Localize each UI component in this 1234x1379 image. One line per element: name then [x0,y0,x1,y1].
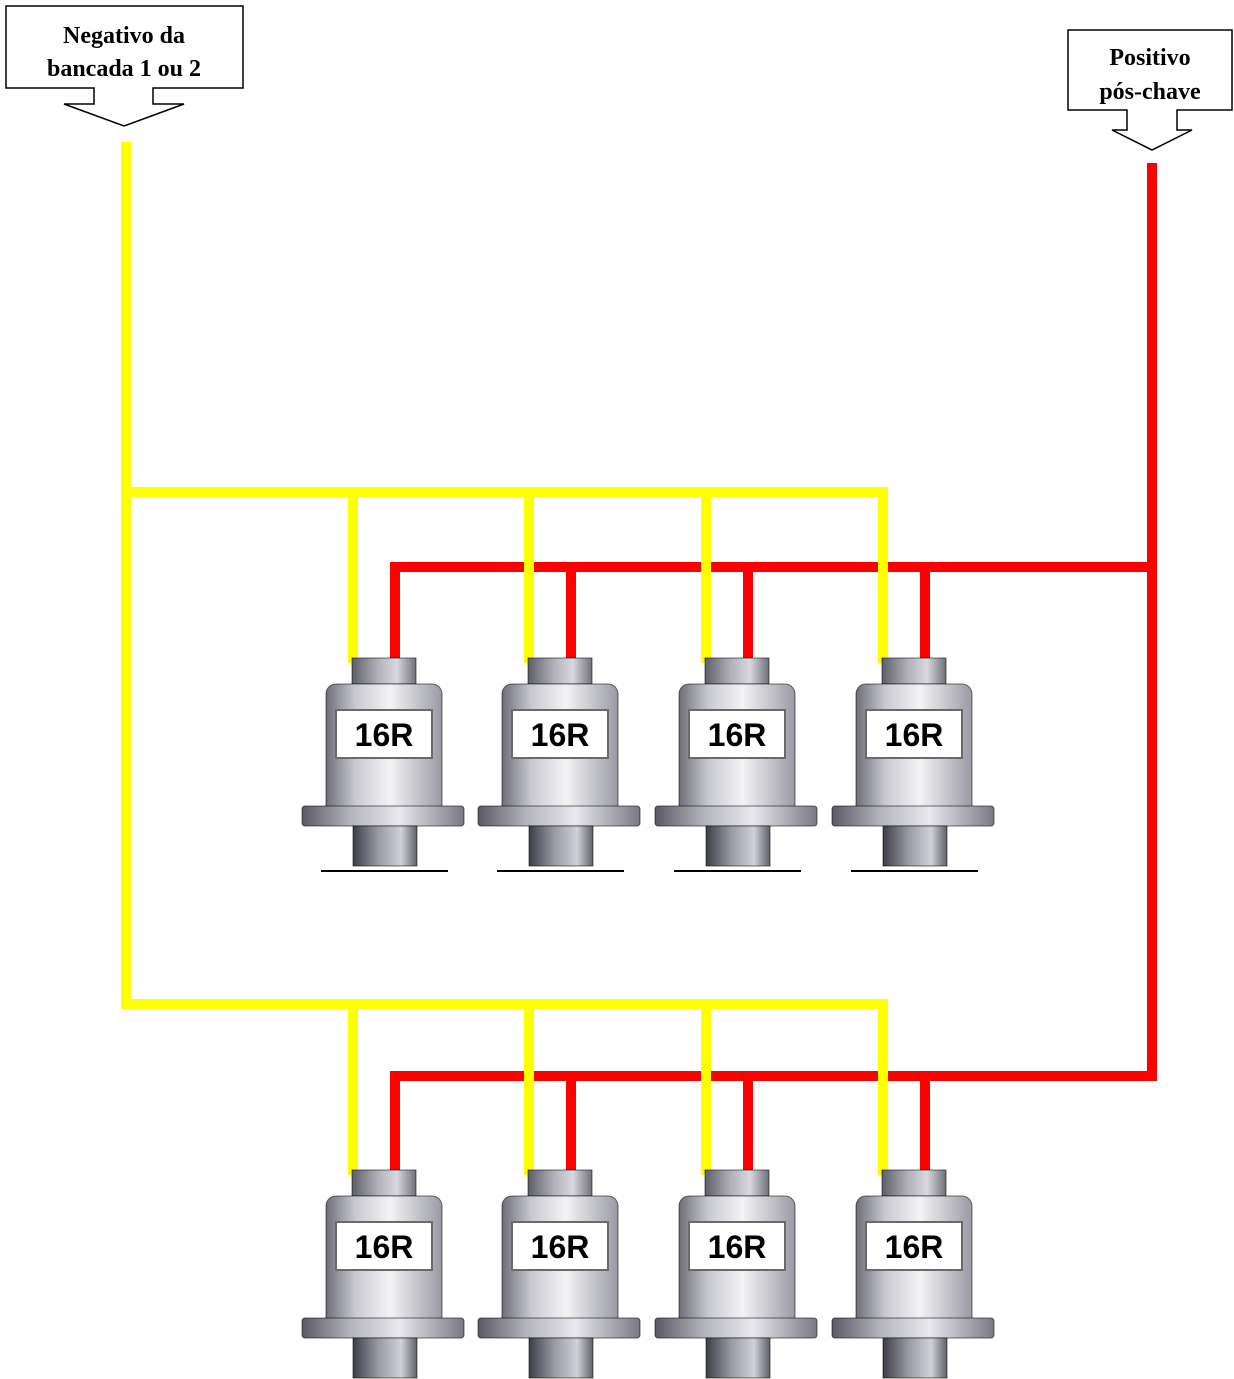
positive-source-callout: Positivo pós-chave [1067,29,1233,151]
component-stem [705,825,771,867]
component-cap [527,1169,593,1197]
components-layer: 16R 16R 16R 16R 16R 16R 16R 16R [301,657,995,1379]
component-label: 16R [708,1229,767,1265]
component-cap [704,657,770,685]
component-flange [301,1317,465,1339]
component-cap [527,657,593,685]
negative-callout-line1: Negativo da [63,23,185,49]
component-stem [352,825,418,867]
component-label: 16R [531,1229,590,1265]
component-stem [528,825,594,867]
component-label-plate [511,1221,609,1271]
component-stem [882,825,948,867]
component-stem [352,1337,418,1379]
component-label-plate [865,1221,963,1271]
component-flange [831,1317,995,1339]
component-16r-row-2-1: 16R [301,1169,465,1379]
component-16r-row-1-4: 16R [831,657,995,872]
component-cap [704,1169,770,1197]
component-16r-row-2-2: 16R [477,1169,641,1379]
component-label-plate [335,1221,433,1271]
component-cap [881,1169,947,1197]
component-label-plate [511,709,609,759]
component-cap [351,657,417,685]
component-label-plate [688,1221,786,1271]
component-label-plate [688,709,786,759]
component-label: 16R [531,717,590,753]
component-label-plate [335,709,433,759]
component-stem [882,1337,948,1379]
component-stem [705,1337,771,1379]
component-cap [881,657,947,685]
component-flange [654,805,818,827]
component-flange [831,805,995,827]
component-16r-row-2-3: 16R [654,1169,818,1379]
component-16r-row-2-4: 16R [831,1169,995,1379]
component-label: 16R [885,717,944,753]
component-flange [477,1317,641,1339]
component-label: 16R [708,717,767,753]
positive-callout-line1: Positivo [1109,45,1190,71]
component-flange [477,805,641,827]
negative-source-callout: Negativo da bancada 1 ou 2 [5,5,244,127]
negative-callout-arrow-shape [5,5,244,127]
negative-callout-line2: bancada 1 ou 2 [47,56,201,82]
component-label: 16R [885,1229,944,1265]
positive-callout-arrow-shape [1067,29,1233,151]
component-label: 16R [355,717,414,753]
component-flange [654,1317,818,1339]
component-16r-row-1-1: 16R [301,657,465,872]
component-label: 16R [355,1229,414,1265]
wires-layer [121,142,1157,1175]
component-16r-row-1-3: 16R [654,657,818,872]
component-stem [528,1337,594,1379]
component-flange [301,805,465,827]
component-16r-row-1-2: 16R [477,657,641,872]
component-cap [351,1169,417,1197]
component-label-plate [865,709,963,759]
positive-callout-line2: pós-chave [1099,79,1201,105]
